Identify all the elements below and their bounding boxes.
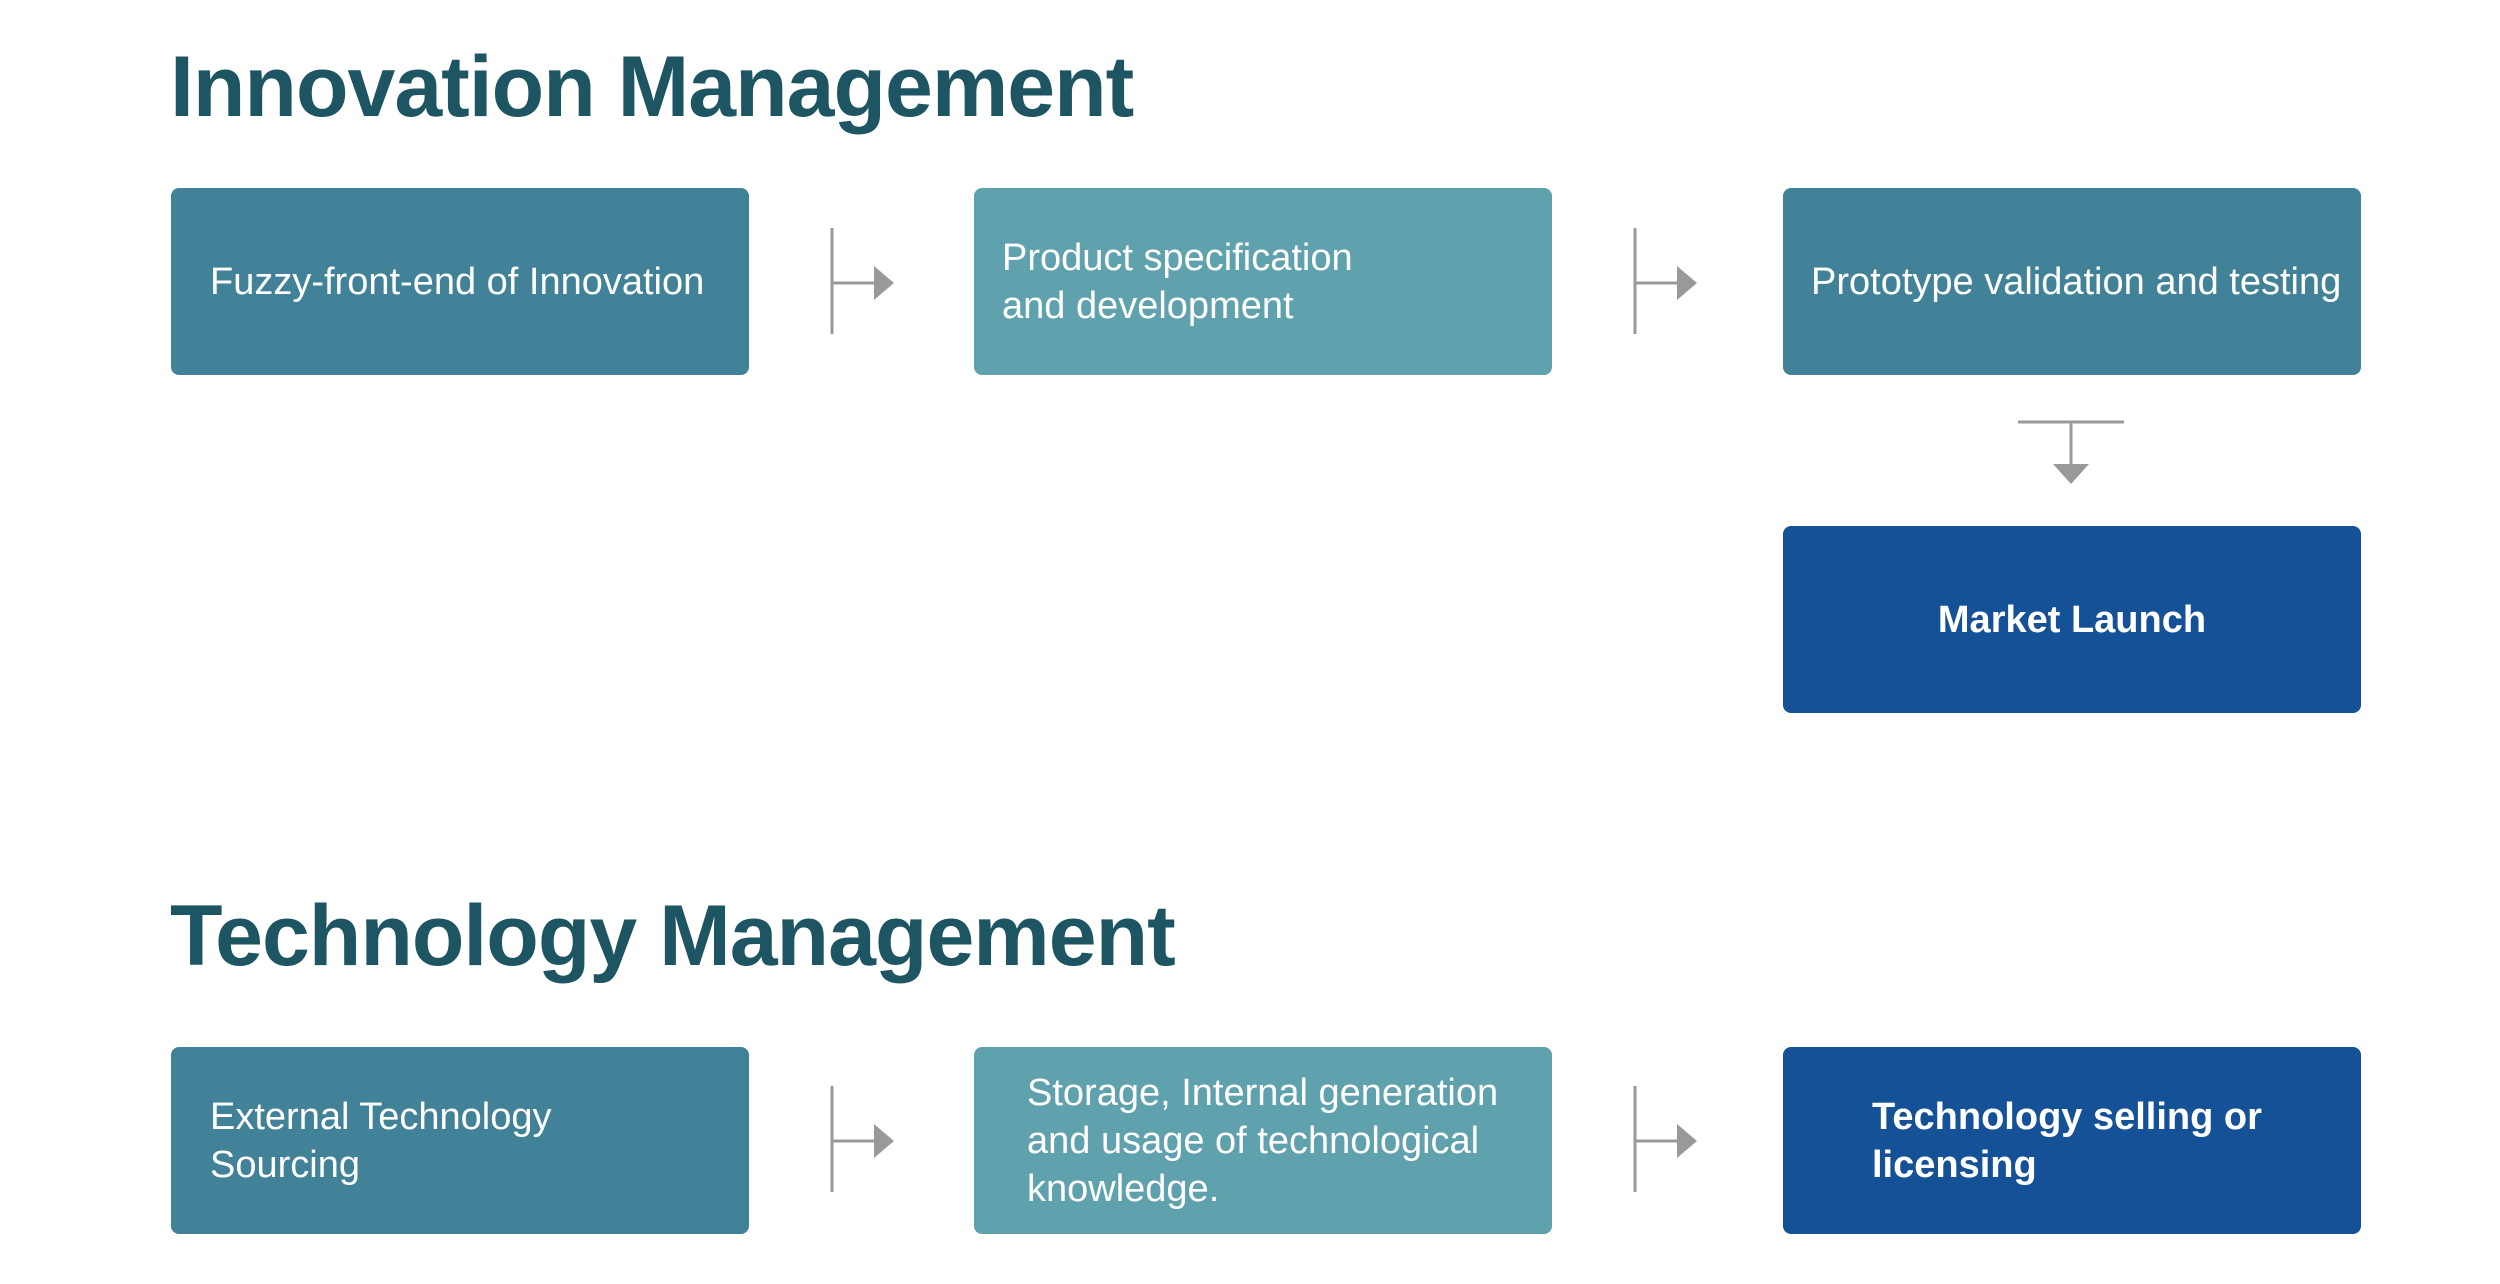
arrow-down-icon	[2018, 420, 2124, 484]
innovation-step-market-launch: Market Launch	[1783, 526, 2361, 713]
arrow-right-icon	[830, 1086, 894, 1192]
technology-step-selling-licensing: Technology selling or licensing	[1783, 1047, 2361, 1234]
step-label: External Technology Sourcing	[210, 1095, 552, 1186]
arrow-right-icon	[1633, 1086, 1697, 1192]
innovation-step-prototype-validation: Prototype validation and testing	[1783, 188, 2361, 375]
innovation-step-fuzzy-front-end: Fuzzy-front-end of Innovation	[171, 188, 749, 375]
step-label: Fuzzy-front-end of Innovation	[210, 260, 705, 303]
arrow-right-icon	[1633, 228, 1697, 334]
technology-step-external-sourcing: External Technology Sourcing	[171, 1047, 749, 1234]
step-label: Prototype validation and testing	[1811, 260, 2342, 303]
step-label: Product specification and development	[1002, 236, 1353, 327]
step-label: Market Launch	[1937, 598, 2207, 641]
innovation-title: Innovation Management	[170, 39, 1134, 135]
arrow-right-icon	[830, 228, 894, 334]
technology-step-storage-generation-usage: Storage, Internal generation and usage o…	[974, 1047, 1552, 1234]
step-label: Technology selling or licensing	[1872, 1095, 2262, 1186]
innovation-step-product-specification: Product specification and development	[974, 188, 1552, 375]
technology-title: Technology Management	[170, 888, 1176, 984]
step-label: Storage, Internal generation and usage o…	[1027, 1071, 1499, 1210]
